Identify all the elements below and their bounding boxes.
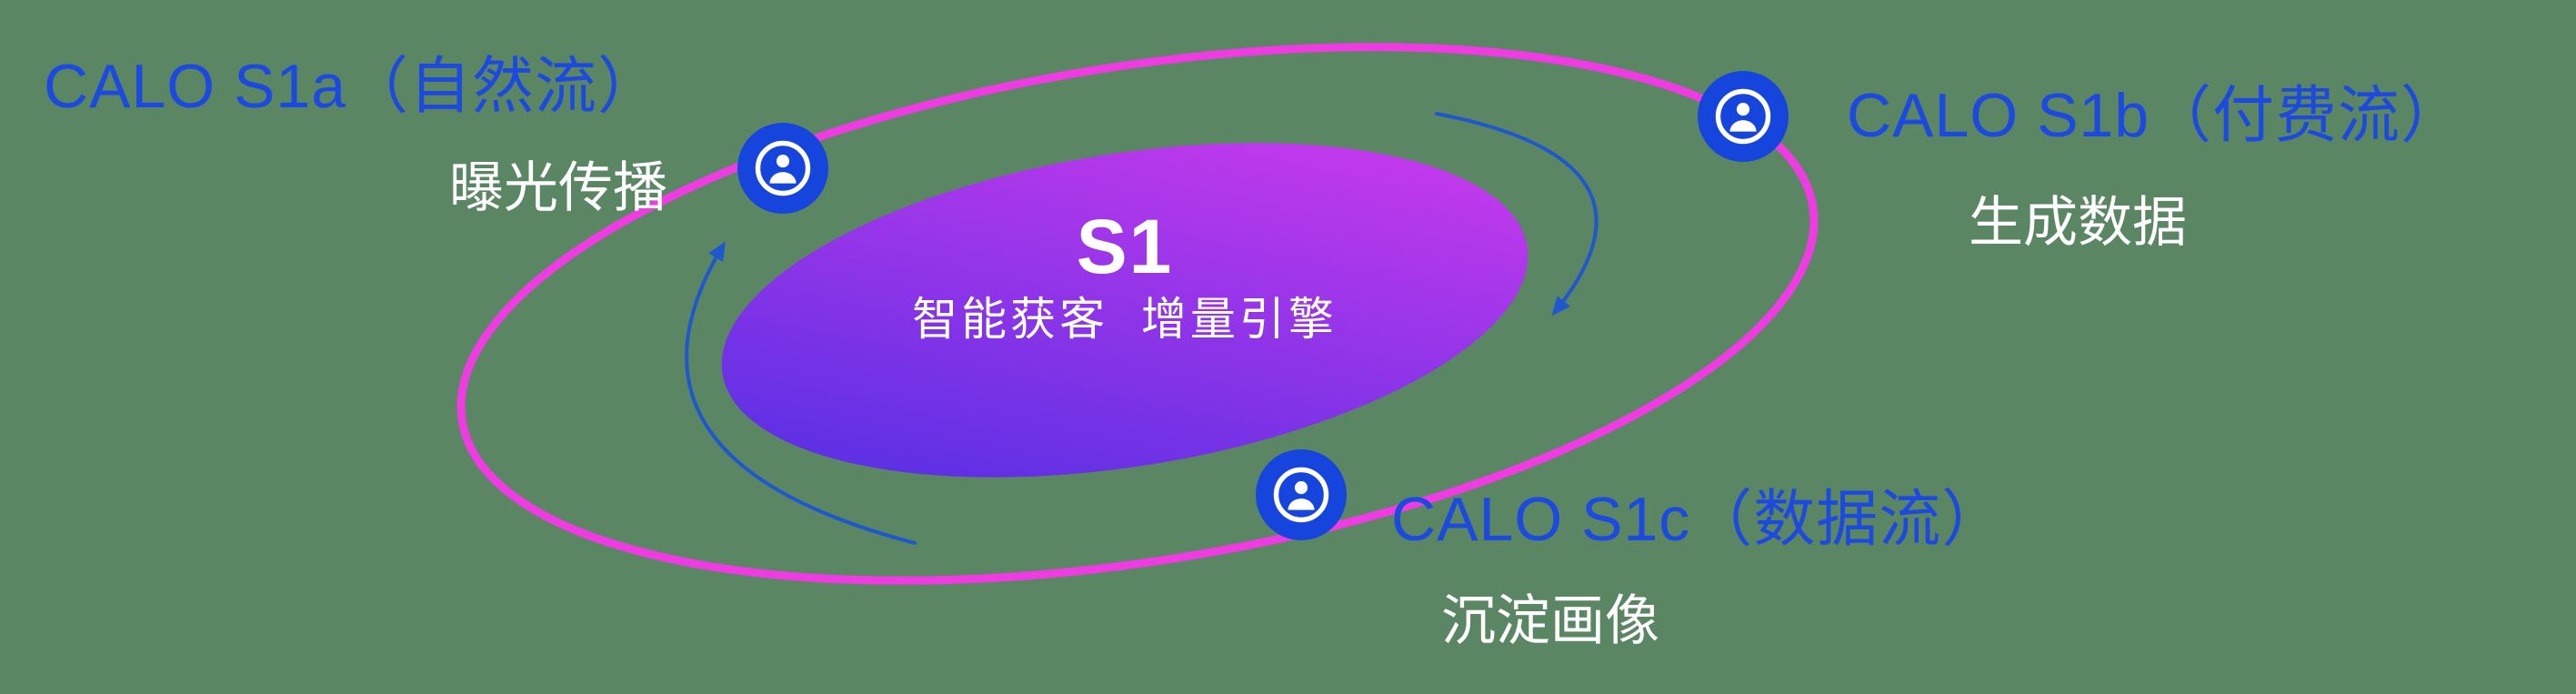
user-icon	[737, 123, 828, 214]
user-icon	[1256, 449, 1347, 540]
user-badge-s1b	[1698, 71, 1789, 162]
arrow-top-right-icon	[1435, 112, 1599, 317]
label-s1c-title: CALO S1c（数据流）	[1391, 485, 2005, 554]
label-s1b-subtitle: 生成数据	[1969, 192, 2187, 253]
label-s1c-subtitle: 沉淀画像	[1441, 590, 1659, 651]
label-s1a-title: CALO S1a（自然流）	[44, 52, 661, 121]
user-badge-s1a	[737, 123, 828, 214]
arrow-left-icon	[685, 241, 917, 545]
core-label-group: S1 智能获客 增量引擎	[761, 208, 1488, 347]
core-ellipse	[721, 143, 1529, 478]
label-s1a-subtitle: 曝光传播	[449, 157, 667, 218]
user-icon	[1698, 71, 1789, 162]
label-s1b-title: CALO S1b（付费流）	[1847, 81, 2464, 150]
user-badge-s1c	[1256, 449, 1347, 540]
orbit-ellipse	[456, 43, 1819, 585]
core-title: S1	[1076, 204, 1174, 289]
core-subtitle: 智能获客 增量引擎	[912, 294, 1338, 345]
